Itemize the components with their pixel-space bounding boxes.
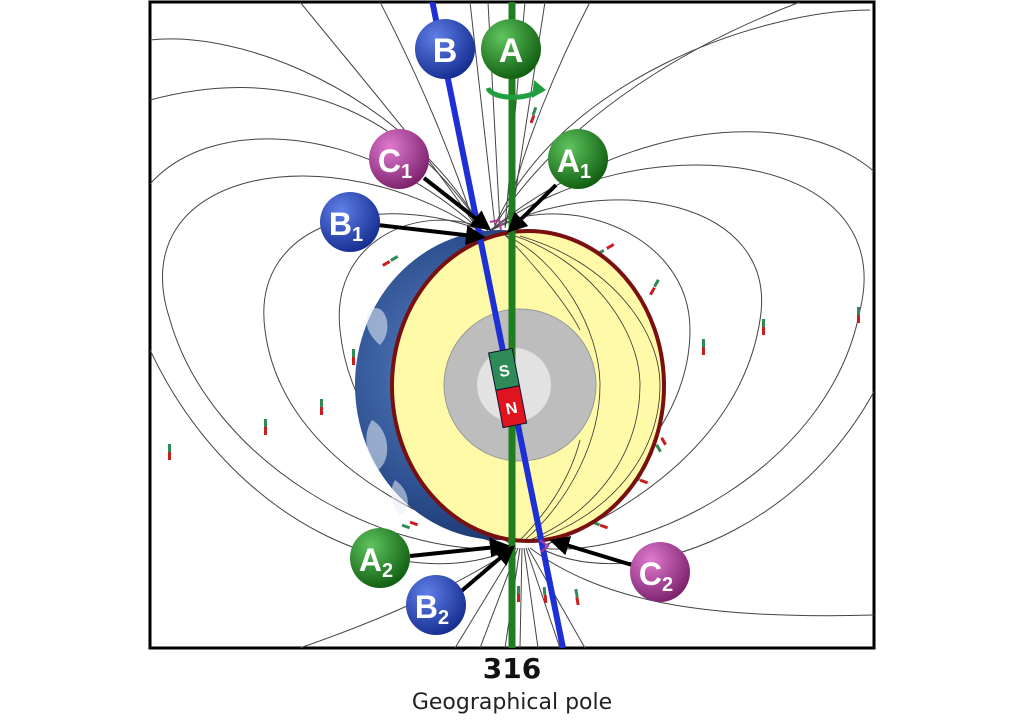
label-ball-A2: A2 bbox=[350, 528, 410, 588]
label-B1-text: B1 bbox=[329, 206, 363, 246]
label-B-text: B bbox=[433, 32, 458, 70]
label-ball-B1: B1 bbox=[320, 192, 380, 252]
label-ball-C2: C2 bbox=[630, 542, 690, 602]
arrow-B2 bbox=[456, 545, 516, 596]
magnet-north-pole bbox=[495, 385, 528, 429]
label-ball-B: B bbox=[415, 19, 475, 79]
label-C1-text: C1 bbox=[378, 143, 412, 183]
label-ball-B2: B2 bbox=[406, 575, 466, 635]
label-ball-C1: C1 bbox=[369, 129, 429, 189]
right-angle-marker-bottom bbox=[539, 539, 550, 553]
label-B2-text: B2 bbox=[415, 589, 449, 629]
magnet-north-label: N bbox=[504, 400, 519, 419]
arrow-A2 bbox=[409, 537, 510, 558]
label-ball-A: A bbox=[481, 19, 541, 79]
label-A-text: A bbox=[499, 32, 524, 70]
label-A1-text: A1 bbox=[557, 143, 591, 183]
arrow-B1 bbox=[377, 223, 486, 246]
figure-caption: Geographical pole bbox=[411, 690, 613, 715]
pointer-arrows bbox=[377, 176, 633, 596]
figure-number: 316 bbox=[482, 652, 542, 685]
internal-field-lines bbox=[504, 234, 661, 541]
bar-magnet: S N bbox=[488, 347, 528, 429]
earth-land-patches bbox=[366, 308, 408, 515]
label-ball-A1: A1 bbox=[548, 129, 608, 189]
label-A2-text: A2 bbox=[359, 542, 393, 582]
arrow-A1 bbox=[507, 183, 558, 233]
compass-needles bbox=[168, 106, 860, 606]
right-angle-marker-top bbox=[489, 218, 502, 231]
arrow-C1 bbox=[422, 176, 492, 231]
rotation-arrow-head-icon bbox=[532, 80, 546, 98]
label-C2-text: C2 bbox=[639, 556, 673, 596]
magnet-south-label: S bbox=[498, 362, 512, 381]
arrow-C2 bbox=[549, 536, 633, 567]
